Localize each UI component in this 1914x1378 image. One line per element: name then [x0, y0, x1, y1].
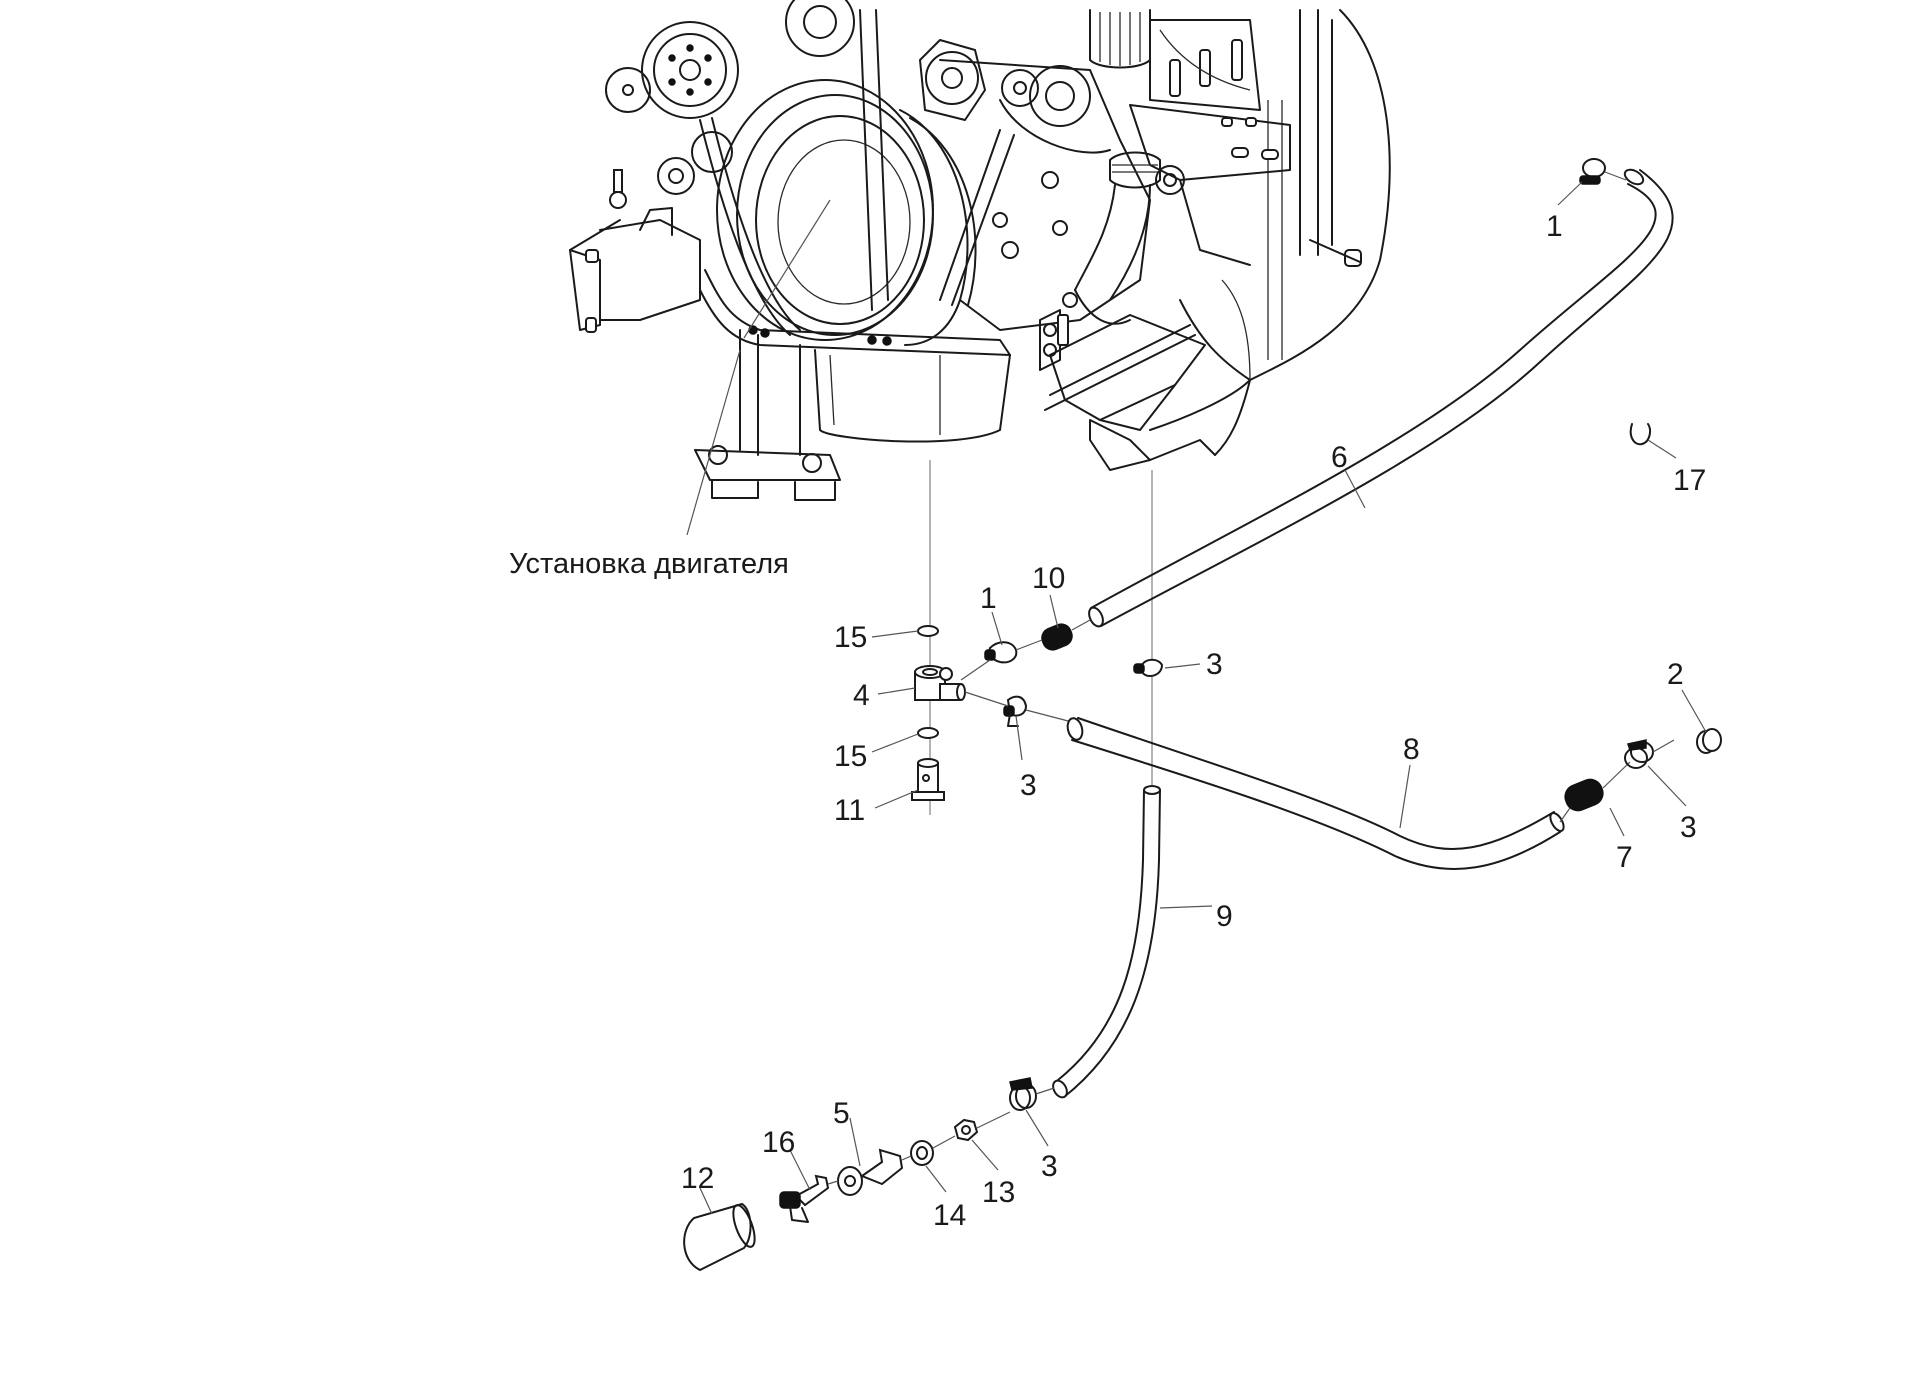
engine-assembly	[569, 0, 1391, 501]
callout-3-axis: 3	[1206, 648, 1223, 681]
callout-2: 2	[1667, 658, 1684, 691]
callout-12: 12	[681, 1162, 714, 1195]
callout-16: 16	[762, 1126, 795, 1159]
callout-7: 7	[1616, 841, 1633, 874]
clamp-1-top	[1579, 158, 1627, 185]
callout-3-bottom: 3	[1041, 1150, 1058, 1183]
drain-assembly	[683, 1077, 1055, 1272]
callout-6: 6	[1331, 441, 1348, 474]
callout-15-upper: 15	[834, 621, 867, 654]
callout-3-right: 3	[1680, 811, 1697, 844]
right-end-parts	[1559, 728, 1722, 823]
callout-13: 13	[982, 1176, 1015, 1209]
callout-11: 11	[834, 794, 865, 827]
engine-installation-caption: Установка двигателя	[509, 548, 789, 580]
hose-9	[1052, 785, 1161, 1099]
callout-1-mid: 1	[980, 582, 997, 615]
callout-10: 10	[1032, 562, 1065, 595]
callout-labels: 1 17 6 10 1 15 3 4 15 3 11 2 8 3 7 9 5 1…	[681, 210, 1706, 1232]
assembly-axes	[929, 460, 1153, 815]
callout-14: 14	[933, 1199, 966, 1232]
hose-6	[1088, 168, 1674, 628]
callout-4: 4	[853, 679, 870, 712]
banjo-assembly	[911, 619, 1164, 801]
callout-leaders	[699, 181, 1707, 1215]
callout-17: 17	[1673, 464, 1706, 497]
caption-leader	[686, 199, 831, 536]
hose-8	[1066, 717, 1565, 870]
callout-3-under: 3	[1020, 769, 1037, 802]
callout-15-lower: 15	[834, 740, 867, 773]
callout-5: 5	[833, 1097, 850, 1130]
hook-clip-17	[1629, 423, 1651, 446]
callout-8: 8	[1403, 733, 1420, 766]
callout-1-top: 1	[1546, 210, 1563, 243]
callout-9: 9	[1216, 900, 1233, 933]
